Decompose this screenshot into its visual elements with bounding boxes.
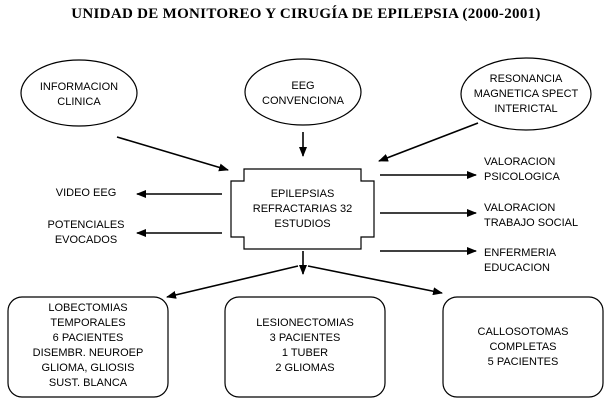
clinical-info-node [20, 59, 138, 127]
lobectomies-box [7, 296, 169, 398]
arrow-imaging-to-center [378, 122, 479, 162]
arrow-clinical-to-center [116, 136, 229, 172]
diagram-title: UNIDAD DE MONITOREO Y CIRUGÍA DE EPILEPS… [71, 6, 541, 22]
imaging-node [460, 57, 592, 131]
video-eeg-label: VIDEO EEG [55, 187, 117, 199]
eeg-node [244, 58, 362, 126]
callosotomies-box [442, 296, 604, 398]
center-node-shape [230, 168, 375, 250]
lesionectomies-box [224, 296, 386, 398]
arrow-to-lobectomies [166, 265, 299, 299]
arrow-to-callosotomies [307, 265, 443, 296]
